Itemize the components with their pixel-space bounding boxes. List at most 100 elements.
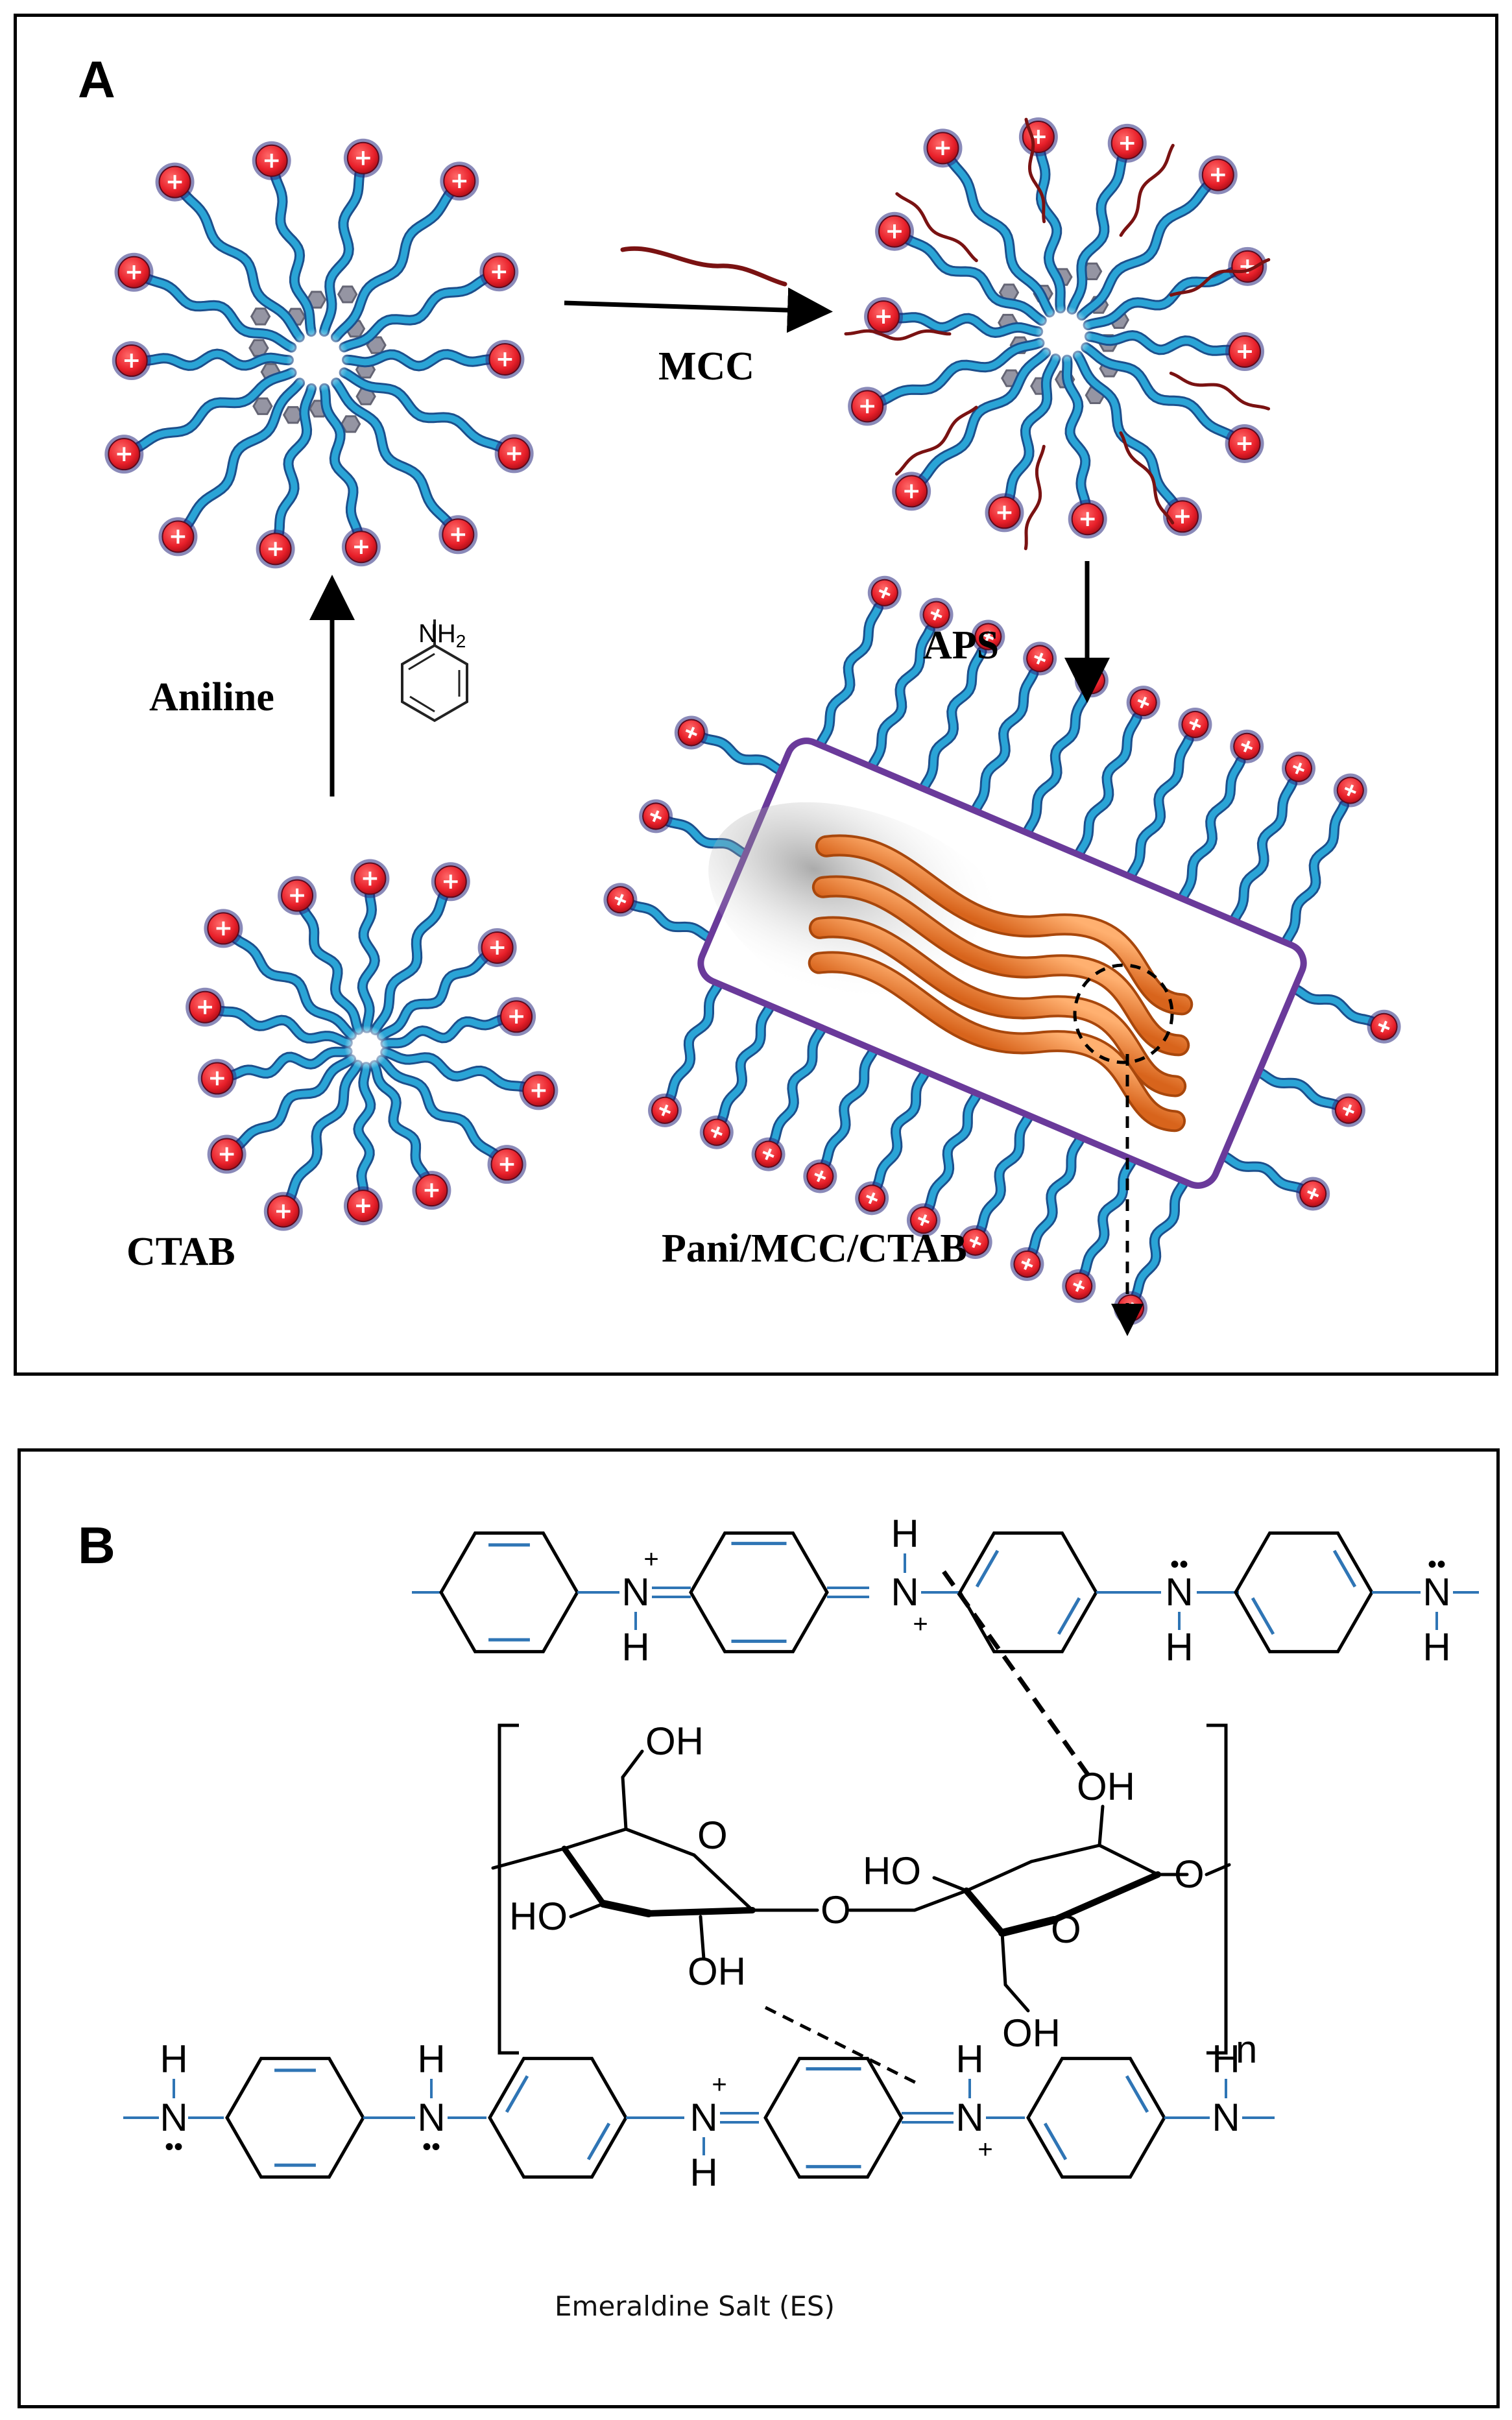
glycosidic-oxygen: O (821, 1888, 851, 1932)
surfactant-tail-icon (920, 648, 985, 793)
hydrogen-atom: H (1165, 1625, 1193, 1669)
surfactant-tail-icon (918, 349, 1050, 485)
hydrogen-atom: H (417, 2037, 445, 2081)
quinoid-ring-icon (763, 2057, 904, 2179)
label-ctab: CTAB (126, 1230, 235, 1274)
caption-emeraldine-salt: Emeraldine Salt (ES) (555, 2290, 835, 2322)
panel-a-letter: A (78, 51, 115, 108)
hydrogen-atom: H (891, 1512, 918, 1555)
surfactant-tail-icon (1085, 268, 1238, 329)
surfactant-tail-icon (344, 351, 494, 370)
surfactant-tail-icon (667, 980, 722, 1101)
surfactant-tail-icon (1029, 1134, 1085, 1254)
bracket-right (1206, 1723, 1228, 2055)
surfactant-tail-icon (1220, 1152, 1304, 1192)
lone-pair: •• (165, 2133, 183, 2161)
surfactant-tail-icon (822, 1046, 878, 1167)
lone-pair: •• (1170, 1550, 1188, 1579)
surfactant-tail-icon (1230, 780, 1296, 924)
hydroxyl-group: OH (688, 1950, 746, 1993)
benzene-ring-icon (225, 2057, 365, 2179)
surfactant-tail-icon (1255, 1069, 1340, 1108)
surfactant-tail-icon (1282, 802, 1348, 946)
lone-pair: •• (1428, 1550, 1446, 1579)
mcc-fiber-icon (895, 192, 978, 263)
panel-b (18, 1448, 1500, 2408)
surfactant-tail-icon (180, 189, 303, 341)
pani-mcc-ctab-composite (603, 575, 1401, 1325)
surfactant-tail-icon (1179, 758, 1244, 902)
surfactant-tail-icon (972, 670, 1037, 815)
surfactant-tail-icon (355, 1064, 374, 1195)
hydrogen-atom: H (160, 2037, 187, 2081)
hydroxyl-group: HO (509, 1895, 568, 1938)
lone-pair: •• (422, 2133, 440, 2161)
surfactant-tail-icon (1127, 736, 1192, 880)
mcc-fiber-icon (1024, 117, 1046, 224)
nitrogen-atom: N (690, 2096, 717, 2139)
hydrogen-bond-top (942, 1570, 1092, 1779)
surfactant-tail-icon (868, 626, 933, 771)
nitrogen-atom: N (891, 1570, 918, 1614)
hydrogen-atom: H (1422, 1625, 1450, 1669)
surfactant-tail-icon (817, 604, 882, 749)
surfactant-tail-icon (320, 169, 363, 335)
surfactant-tail-icon (874, 1068, 929, 1189)
nitrogen-atom: N (955, 2096, 983, 2139)
surfactant-tail-icon (1063, 356, 1089, 509)
ring-oxygen: O (1051, 1908, 1081, 1951)
surfactant-tail-icon (877, 339, 1043, 405)
surfactant-tail-icon (215, 1007, 351, 1046)
surfactant-tail-icon (275, 385, 315, 538)
micelle-ctab (186, 859, 558, 1231)
positive-charge: + (978, 2135, 992, 2164)
surfactant-tail-icon (378, 953, 490, 1039)
zoom-circle (1073, 963, 1174, 1064)
surfactant-tail-icon (719, 1002, 774, 1123)
aniline-ring-icon (282, 406, 304, 424)
micelle-aniline-ctab (104, 138, 534, 569)
surfactant-tail-icon (378, 1057, 499, 1159)
hydroxyl-group: OH (645, 1719, 704, 1763)
surfactant-tail-icon (271, 171, 315, 335)
nitrogen-atom: N (160, 2096, 187, 2139)
surfactant-tail-icon (903, 235, 1045, 324)
nitrogen-atom: N (1212, 2096, 1240, 2139)
surfactant-tail-icon (978, 1112, 1033, 1232)
surfactant-tail-icon (382, 1016, 506, 1047)
pani-strand-icon (817, 837, 1191, 1013)
benzene-ring-icon (958, 1531, 1098, 1653)
hydrogen-atom: H (621, 1625, 649, 1669)
surfactant-tail-icon (700, 734, 784, 774)
surfactant-tail-icon (1037, 147, 1064, 312)
surfactant-tail-icon (1291, 985, 1376, 1025)
surfactant-tail-icon (1074, 352, 1178, 508)
surfactant-tail-icon (1068, 153, 1126, 313)
surfactant-tail-icon (894, 314, 1042, 336)
surfactant-tail-icon (142, 350, 292, 369)
surfactant-tail-icon (1078, 182, 1212, 319)
terminal-oxygen: O (1174, 1852, 1205, 1896)
hydroxyl-group: OH (1002, 2011, 1061, 2055)
mcc-fiber-icon (1024, 444, 1046, 551)
label-pani-mcc-ctab: Pani/MCC/CTAB (662, 1227, 967, 1271)
surfactant-tail-icon (341, 369, 505, 451)
nitrogen-atom: N (1422, 1570, 1450, 1614)
surfactant-tail-icon (321, 385, 361, 536)
svg-text:NH2: NH2 (418, 619, 466, 651)
mcc-fiber-icon (1169, 371, 1271, 411)
mcc-fiber-icon (894, 405, 978, 476)
surfactant-tail-icon (382, 1049, 529, 1091)
hydroxyl-group: HO (863, 1849, 921, 1893)
aniline-ring-icon (337, 285, 358, 304)
benzene-ring-icon (488, 2057, 628, 2179)
nitrogen-atom: N (1165, 1570, 1193, 1614)
benzene-ring-icon (1026, 2057, 1166, 2179)
surfactant-tail-icon (134, 369, 295, 451)
positive-charge: + (712, 2070, 726, 2099)
aniline-ring-icon (250, 307, 271, 326)
surfactant-tail-icon (1086, 332, 1234, 354)
surfactant-tail-icon (333, 379, 453, 527)
mcc-fiber-icon (1169, 258, 1271, 297)
